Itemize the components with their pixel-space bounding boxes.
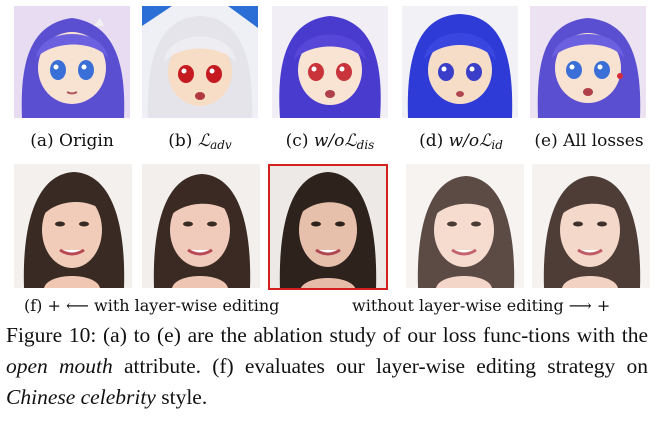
anime-image-all-losses xyxy=(530,6,646,118)
portrait-image-4 xyxy=(406,164,524,288)
anime-image-origin xyxy=(14,6,130,118)
anime-image-ladv xyxy=(142,6,258,118)
caption-with-layerwise: (f) + ⟵ with layer-wise editing xyxy=(24,296,280,315)
portrait-image-5 xyxy=(532,164,650,288)
caption-wo-ldis: (c) w/oℒdis xyxy=(285,131,375,152)
figure-caption: Figure 10: (a) to (e) are the ablation s… xyxy=(6,323,648,409)
portrait-image-2 xyxy=(142,164,260,288)
anime-image-wo-ldis xyxy=(272,6,388,118)
caption-all-losses: (e) All losses xyxy=(534,131,644,151)
caption-without-layerwise: without layer-wise editing ⟶ + xyxy=(352,296,611,315)
caption-ladv: (b) ℒadv xyxy=(168,131,232,152)
highlight-frame xyxy=(268,164,388,290)
anime-image-wo-lid xyxy=(402,6,518,118)
caption-wo-lid: (d) w/oℒid xyxy=(419,131,503,152)
caption-origin: (a) Origin xyxy=(30,131,114,151)
portrait-image-highlighted xyxy=(268,164,388,290)
portrait-image-1 xyxy=(14,164,132,288)
